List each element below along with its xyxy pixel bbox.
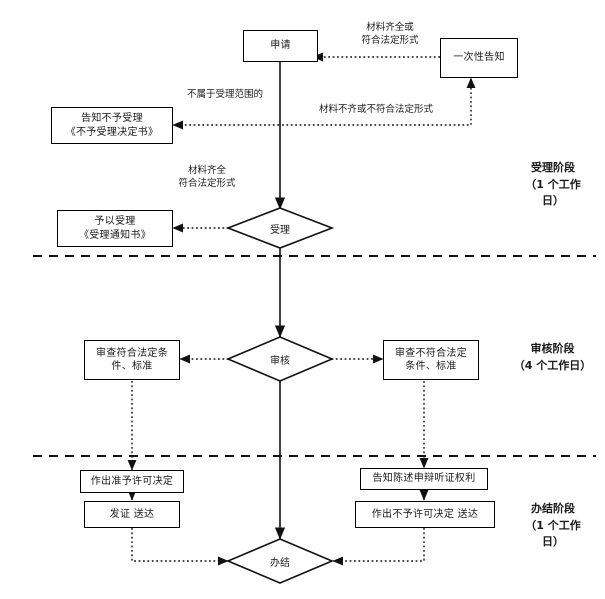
node-issue-deliver-label: 发证 送达 — [109, 508, 155, 520]
node-notice-hearing-rights[interactable]: 告知陈述申辩听证权利 — [360, 468, 488, 490]
edge-deny-to-complete — [332, 528, 425, 566]
edge-incomplete-to-onetimenotice — [282, 77, 476, 126]
node-complete[interactable]: 办结 — [228, 539, 332, 583]
complete-diamond-shape — [225, 538, 335, 584]
stage-label-accept: 受理阶段 （1 个工作 日） — [525, 161, 581, 207]
node-notice-hearing-rights-label: 告知陈述申辩听证权利 — [372, 473, 476, 485]
node-decision-deny-label: 作出不予许可决定 送达 — [371, 508, 479, 520]
edge-label-materials-incomplete-or-illegal: 材料不齐或不符合法定形式 — [318, 104, 433, 115]
node-decision-approve[interactable]: 作出准予许可决定 — [80, 470, 184, 493]
node-one-time-notice[interactable]: 一次性告知 — [440, 38, 518, 78]
node-issue-deliver[interactable]: 发证 送达 — [84, 501, 180, 528]
node-apply-label: 申请 — [270, 40, 291, 52]
edge-label-materials-complete-or-legal: 材料齐全或 符合法定形式 — [361, 22, 419, 46]
node-grant-accept-notice-label: 予以受理 《受理通知书》 — [78, 216, 152, 241]
node-one-time-notice-label: 一次性告知 — [453, 52, 505, 64]
node-grant-accept-notice[interactable]: 予以受理 《受理通知书》 — [57, 210, 173, 247]
edge-label-not-in-scope: 不属于受理范围的 — [186, 89, 263, 100]
stage-label-complete: 办结阶段 （1 个工作 日） — [525, 502, 581, 548]
node-review-conform-label: 审查符合法定条 件、标准 — [95, 347, 169, 373]
node-reject-accept-notice-label: 告知不予受理 《不予受理决定书》 — [65, 113, 159, 138]
edge-label-materials-complete-legal: 材料齐全 符合法定形式 — [178, 165, 236, 189]
edge-issue-to-complete — [131, 528, 229, 566]
review-diamond-shape — [225, 336, 335, 382]
node-decision-approve-label: 作出准予许可决定 — [90, 475, 174, 487]
node-review-not-conform[interactable]: 审查不符合法定 条件、标准 — [383, 340, 479, 380]
node-decision-deny[interactable]: 作出不予许可决定 送达 — [355, 501, 495, 528]
node-apply[interactable]: 申请 — [243, 30, 318, 62]
stage-label-review: 审核阶段 （4 个工作日） — [513, 342, 592, 372]
node-accept[interactable]: 受理 — [228, 208, 332, 248]
node-review-conform[interactable]: 审查符合法定条 件、标准 — [84, 340, 180, 380]
node-review[interactable]: 审核 — [228, 337, 332, 381]
node-reject-accept-notice[interactable]: 告知不予受理 《不予受理决定书》 — [51, 107, 173, 144]
node-review-label: 审核 — [270, 355, 290, 367]
node-review-not-conform-label: 审查不符合法定 条件、标准 — [394, 347, 468, 373]
accept-diamond-shape — [225, 207, 335, 249]
node-complete-label: 办结 — [270, 557, 290, 569]
node-accept-label: 受理 — [270, 224, 290, 236]
